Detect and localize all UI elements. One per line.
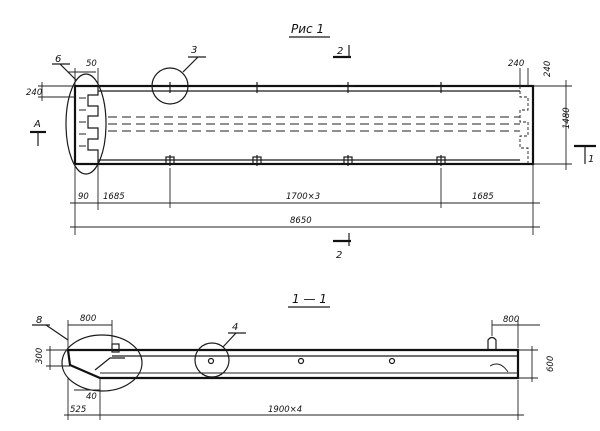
plan-bottom-markers — [165, 155, 446, 166]
svg-text:525: 525 — [70, 405, 86, 415]
detail-6-label: 6 — [55, 54, 61, 65]
detail-4-leader — [222, 332, 237, 348]
svg-text:240: 240 — [26, 88, 42, 98]
detail-3-circle — [151, 67, 189, 105]
svg-text:1685: 1685 — [103, 192, 125, 202]
svg-text:40: 40 — [86, 392, 97, 402]
section-dim-top-right: 800 — [491, 315, 540, 348]
section-dim-top-left: 800 — [67, 314, 113, 348]
section-right-hook — [487, 336, 497, 350]
detail-4-circle — [194, 342, 230, 378]
svg-text:600: 600 — [546, 356, 556, 372]
section-dim-left-small: 40 — [74, 378, 101, 402]
svg-text:50: 50 — [86, 59, 97, 69]
section-mark-left: А — [33, 119, 41, 130]
section-1-1-view: 1 — 1 8 4 800 — [32, 292, 556, 420]
figure-title: Рис 1 — [291, 22, 324, 36]
detail-4-label: 4 — [232, 322, 238, 333]
svg-text:8650: 8650 — [290, 216, 312, 226]
dim-top-right: 240 240 1480 — [508, 59, 572, 170]
section-left-block — [111, 343, 120, 353]
section-dim-left-height: 300 — [35, 346, 70, 370]
svg-text:1685: 1685 — [472, 192, 494, 202]
plan-left-key-marks — [79, 97, 86, 147]
plan-top-markers — [164, 82, 447, 93]
svg-text:90: 90 — [78, 192, 89, 202]
section-title: 1 — 1 — [292, 292, 327, 306]
detail-8-label: 8 — [36, 315, 42, 326]
detail-6-ellipse — [65, 73, 107, 175]
plan-left-keyed-end — [87, 86, 99, 164]
section-mark-right: 1 — [588, 154, 594, 165]
section-beam-outline — [66, 348, 520, 380]
svg-text:1480: 1480 — [562, 107, 572, 129]
section-mark-bottom: 2 — [336, 250, 342, 261]
plan-slab-outline — [73, 84, 535, 166]
dim-top-left: 50 240 — [26, 59, 99, 101]
detail-3-label: 3 — [191, 45, 197, 56]
svg-text:1700×3: 1700×3 — [286, 192, 320, 202]
plan-view: 6 3 2 2 А 1 50 240 — [26, 45, 596, 261]
svg-text:300: 300 — [35, 348, 45, 364]
svg-text:800: 800 — [80, 314, 96, 324]
detail-3-leader — [182, 56, 199, 73]
svg-text:240: 240 — [508, 59, 524, 69]
section-dim-bottom: 525 1900×4 — [64, 378, 524, 420]
section-right-end-detail — [489, 363, 509, 373]
detail-8-leader — [45, 324, 69, 341]
section-left-end-detail — [94, 357, 125, 371]
detail-8-ellipse — [61, 334, 143, 392]
section-holes — [207, 357, 396, 365]
plan-right-keyed-end — [519, 86, 529, 164]
svg-text:240: 240 — [543, 61, 553, 77]
svg-text:1900×4: 1900×4 — [268, 405, 302, 415]
section-mark-top: 2 — [337, 46, 343, 57]
dim-bottom-chain: 90 1685 1700×3 1685 8650 — [70, 164, 540, 235]
section-dim-right-height: 600 — [518, 346, 556, 382]
svg-text:800: 800 — [503, 315, 519, 325]
